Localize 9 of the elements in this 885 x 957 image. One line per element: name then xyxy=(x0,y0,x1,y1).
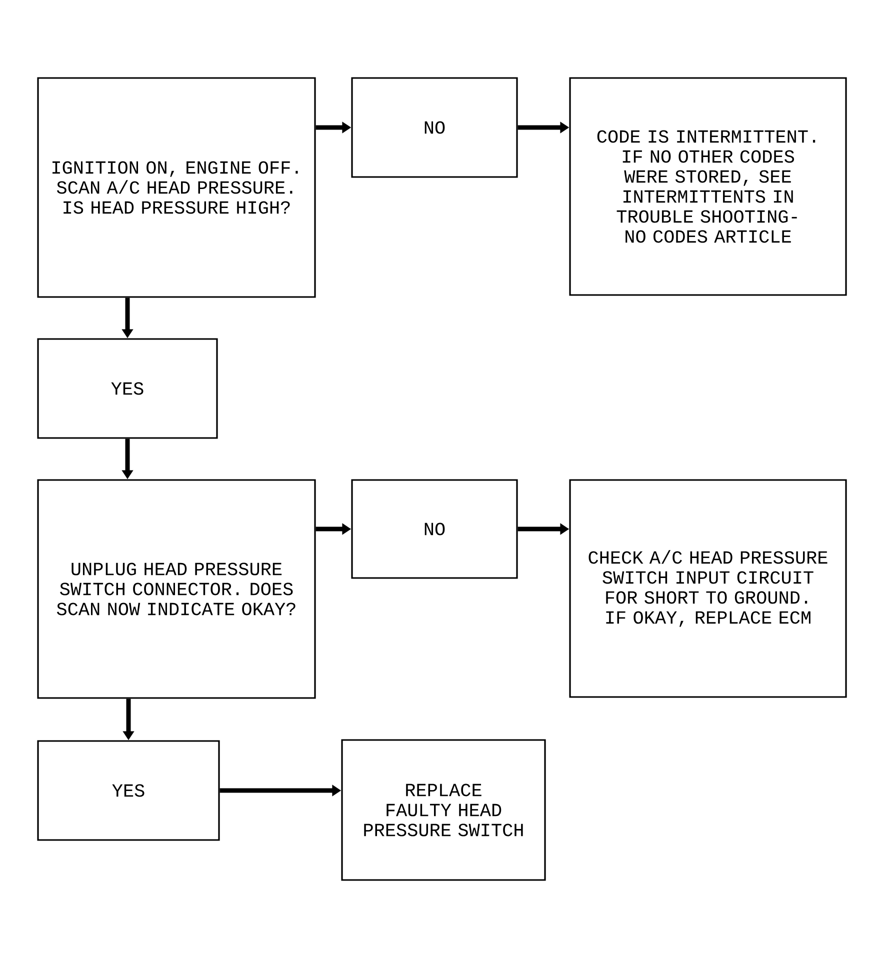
process-box: UNPLUG HEAD PRESSURE SWITCH CONNECTOR. DOES SCAN NOW INDICATE OKAY? xyxy=(37,479,316,699)
process-box: CHECK A/C HEAD PRESSURE SWITCH INPUT CIRCUIT FOR SHORT TO GROUND. IF OKAY, REPLACE ECM xyxy=(569,479,847,698)
process-box: YES xyxy=(37,740,220,841)
process-box: NO xyxy=(351,479,518,579)
process-box: IGNITION ON, ENGINE OFF. SCAN A/C HEAD PRESSURE. IS HEAD PRESSURE HIGH? xyxy=(37,77,316,298)
process-box: YES xyxy=(37,338,218,439)
process-box: CODE IS INTERMITTENT. IF NO OTHER CODES WERE STORED, SEE INTERMITTENTS IN TROUBLE SHOOTING-NO CODES ARTICLE xyxy=(569,77,847,296)
process-box: REPLACE FAULTY HEAD PRESSURE SWITCH xyxy=(341,739,546,881)
process-box: NO xyxy=(351,77,518,178)
